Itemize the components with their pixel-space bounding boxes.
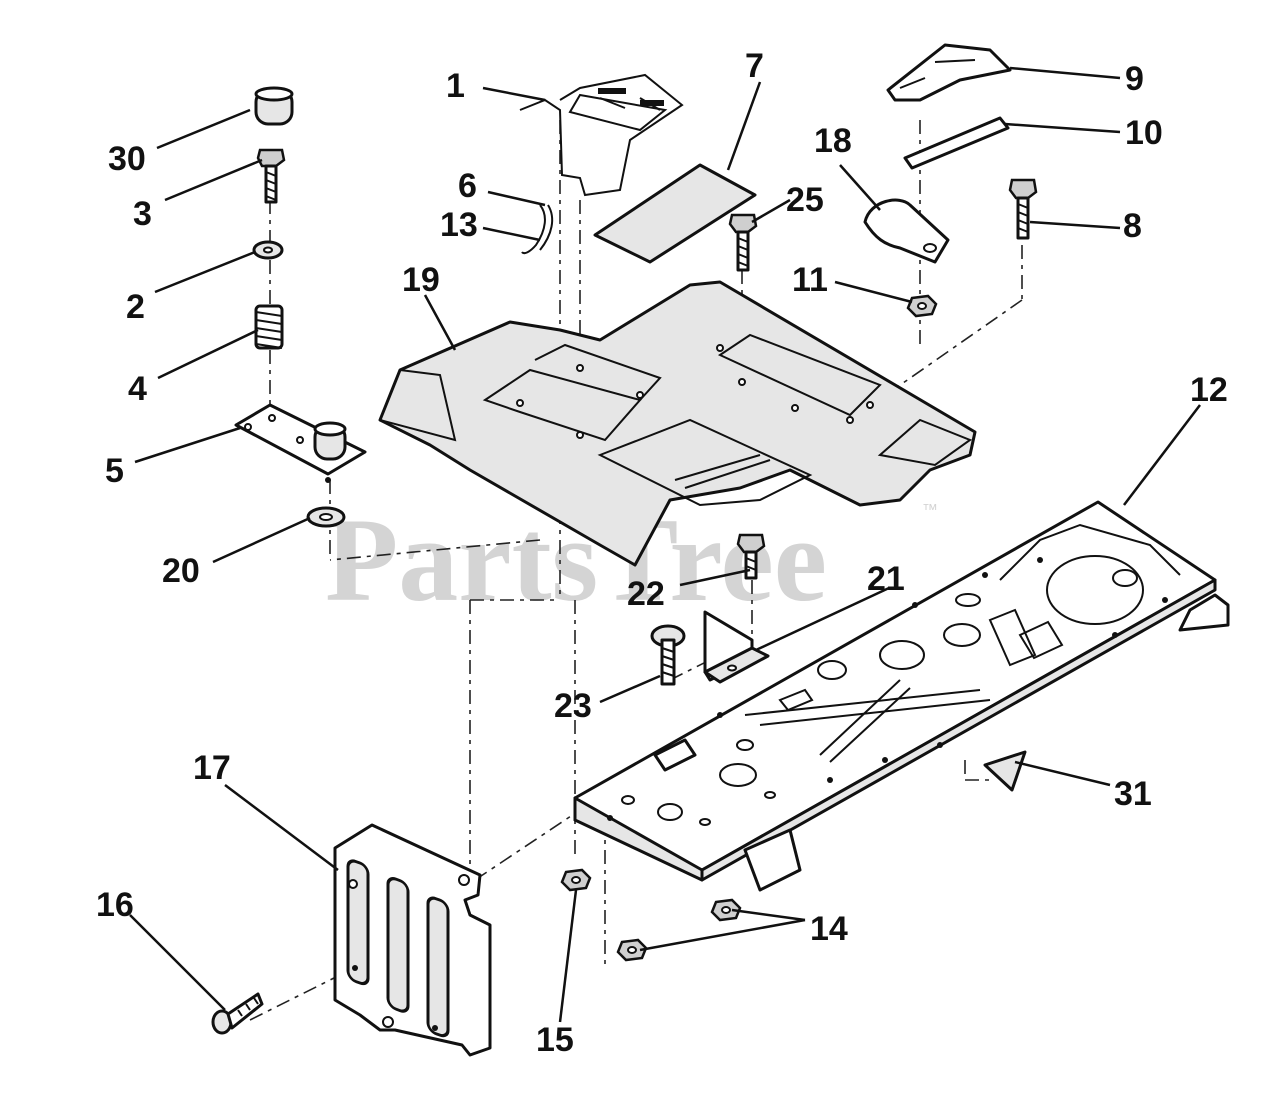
- leader-lines: [129, 66, 1201, 1023]
- part-23-bolt: [650, 624, 686, 686]
- callout-3: 3: [133, 195, 152, 233]
- part-3-bolt: [256, 148, 286, 204]
- callout-2: 2: [126, 288, 145, 326]
- callouts: 1 2 3 4 5 6 7 8 9 10 11 12 13 14 15 16 1…: [96, 47, 1228, 1059]
- part-30-cap: [254, 86, 294, 126]
- part-8-bolt: [1008, 178, 1038, 240]
- part-17-plate: [333, 823, 492, 1057]
- part-25-bolt: [728, 213, 758, 272]
- part-15-nut: [560, 868, 592, 892]
- part-20-washer: [306, 506, 346, 528]
- part-1-seat-plate: [519, 73, 684, 197]
- callout-4: 4: [128, 370, 147, 408]
- callout-5: 5: [105, 452, 124, 490]
- part-5-bracket: [234, 403, 367, 483]
- callout-8: 8: [1123, 207, 1142, 245]
- callout-31: 31: [1114, 775, 1152, 813]
- part-11-nut: [906, 294, 938, 318]
- part-9-plate: [886, 43, 1012, 102]
- part-21-bracket: [703, 610, 770, 684]
- callout-15: 15: [536, 1021, 574, 1059]
- part-12-frame: [573, 500, 1230, 892]
- part-2-washer: [252, 240, 284, 260]
- callout-17: 17: [193, 749, 231, 787]
- part-19-fender: [378, 280, 977, 567]
- callout-7: 7: [745, 47, 764, 85]
- callout-19: 19: [402, 261, 440, 299]
- part-22-bolt: [736, 533, 766, 580]
- part-13-clip: [521, 204, 554, 255]
- callout-9: 9: [1125, 60, 1144, 98]
- callout-25: 25: [786, 181, 824, 219]
- callout-30: 30: [108, 140, 146, 178]
- callout-10: 10: [1125, 114, 1163, 152]
- callout-11: 11: [792, 261, 828, 299]
- callout-12: 12: [1190, 371, 1228, 409]
- callout-23: 23: [554, 687, 592, 725]
- part-31-decal: [983, 750, 1027, 792]
- callout-21: 21: [867, 560, 905, 598]
- part-18-clamp: [863, 198, 950, 264]
- part-4-spring: [254, 304, 284, 350]
- callout-1: 1: [446, 67, 465, 105]
- callout-6: 6: [458, 167, 477, 205]
- callout-14: 14: [810, 910, 848, 948]
- callout-16: 16: [96, 886, 134, 924]
- callout-20: 20: [162, 552, 200, 590]
- watermark-trademark: ™: [922, 502, 938, 519]
- callout-22: 22: [627, 575, 665, 613]
- part-14-nuts: [616, 898, 742, 962]
- callout-13: 13: [440, 206, 478, 244]
- part-16-bolt: [211, 992, 264, 1035]
- part-7-decal: [593, 163, 757, 264]
- callout-18: 18: [814, 122, 852, 160]
- part-10-strip: [903, 116, 1010, 170]
